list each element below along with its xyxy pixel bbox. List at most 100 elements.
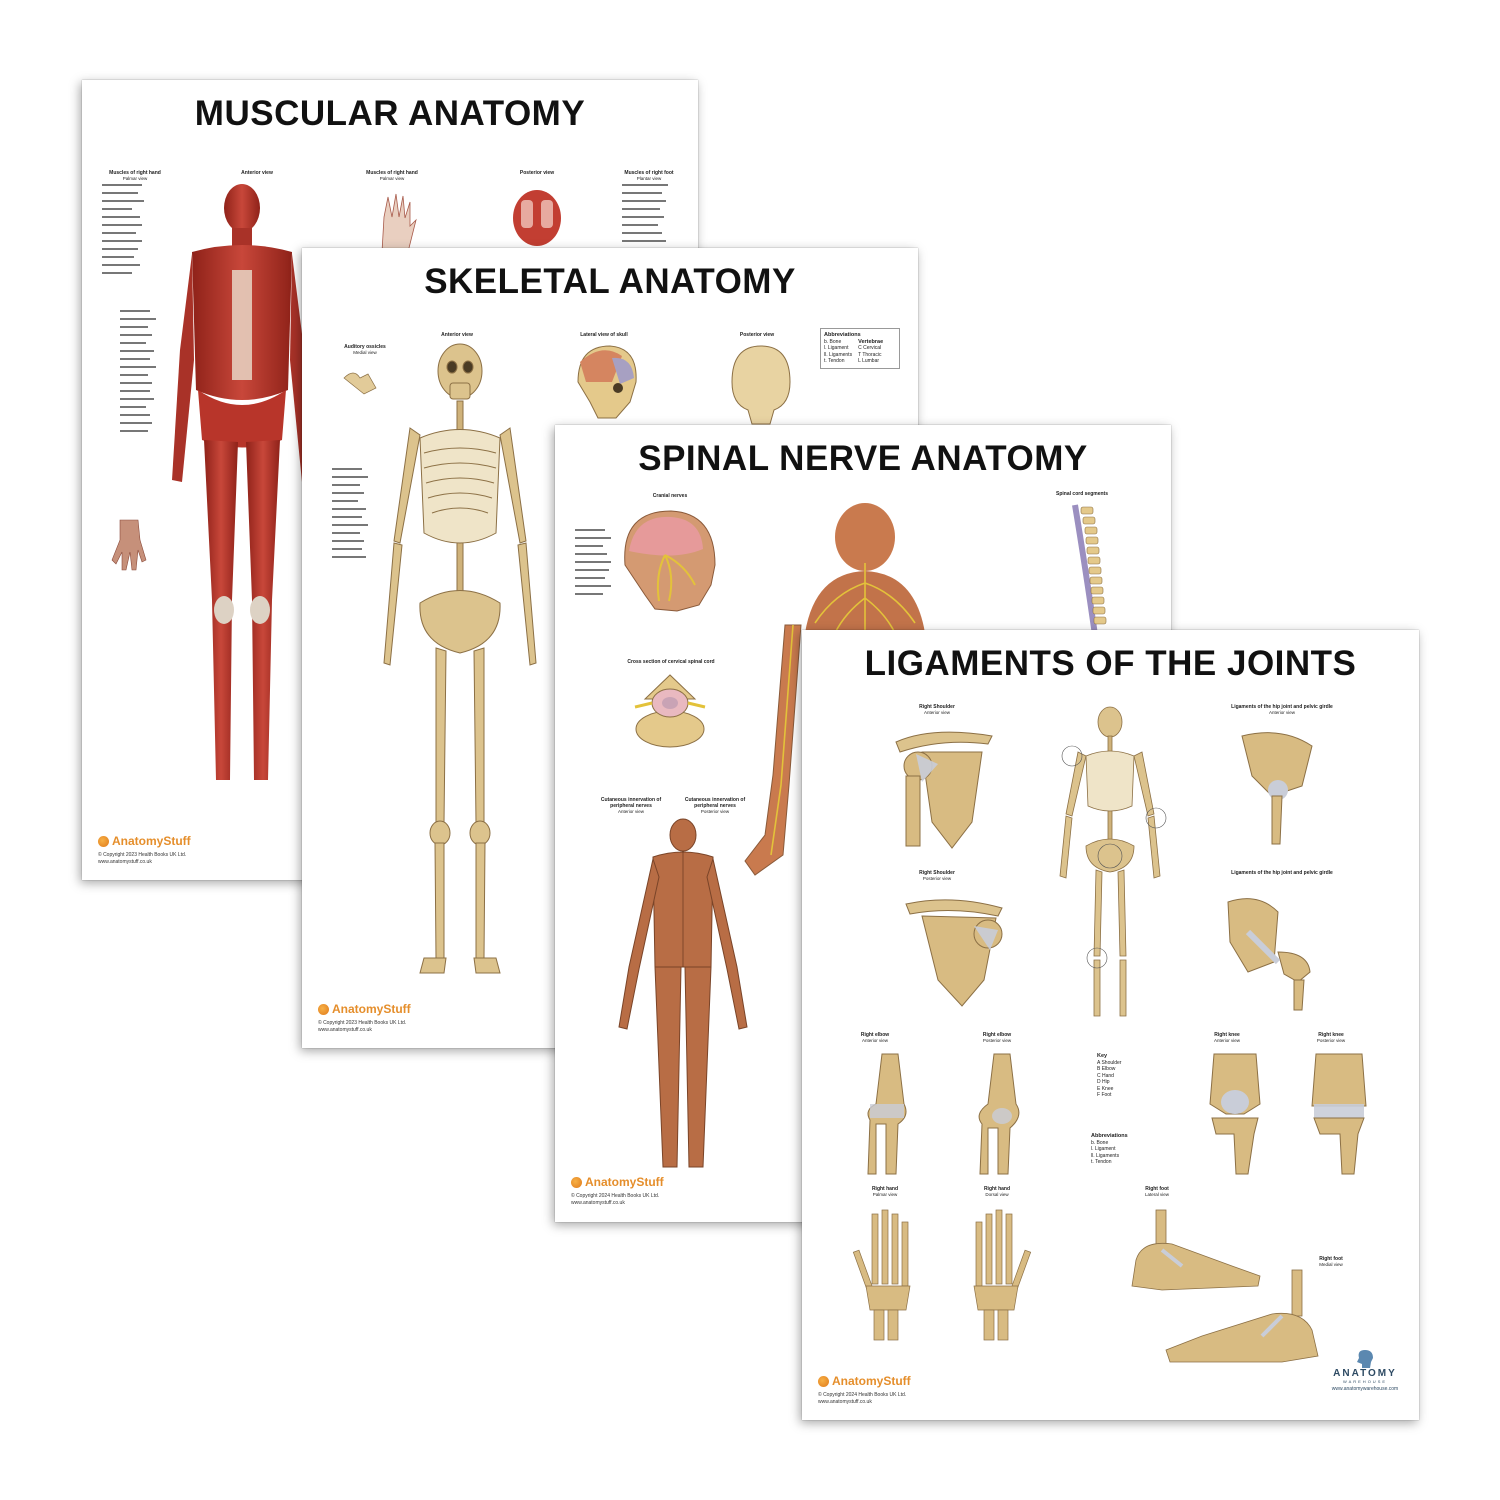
caption-sub: Plantar view bbox=[636, 176, 662, 181]
caption-text: Muscles of right hand bbox=[366, 170, 418, 176]
website-text: www.anatomystuff.co.uk bbox=[98, 859, 152, 865]
caption-cutaneous-post: Cutaneous innervation of peripheral nerv… bbox=[675, 797, 755, 815]
caption-shoulder-ant: Right Shoulder Anterior view bbox=[902, 704, 972, 716]
caption-text: Right elbow bbox=[982, 1032, 1012, 1038]
abbr-item: ll. Ligaments bbox=[1091, 1152, 1120, 1159]
key-item: F Foot bbox=[1097, 1092, 1112, 1098]
caption-hand-right: Muscles of right hand Palmar view bbox=[352, 170, 432, 182]
knee-posterior-illustration bbox=[1311, 1053, 1367, 1175]
caption-text: Right elbow bbox=[860, 1032, 890, 1038]
caption-hip-ant: Ligaments of the hip joint and pelvic gi… bbox=[1222, 704, 1342, 716]
caption-cranial: Cranial nerves bbox=[652, 493, 688, 499]
poster-title: LIGAMENTS OF THE JOINTS bbox=[864, 644, 1357, 683]
copyright-block: © Copyright 2024 Health Books UK Ltd. ww… bbox=[571, 1193, 659, 1207]
caption-sub: Medial view bbox=[1319, 1262, 1343, 1267]
caption-sub: Palmar view bbox=[379, 176, 405, 181]
warehouse-sub: WAREHOUSE bbox=[1342, 1379, 1388, 1384]
caption-sub: Posterior view bbox=[1316, 1038, 1346, 1043]
abbr-item: b. Bone bbox=[1091, 1139, 1109, 1146]
ossicles-illustration bbox=[343, 372, 377, 395]
skeleton-key-figure bbox=[1059, 706, 1167, 1017]
website-text: www.anatomystuff.co.uk bbox=[818, 1399, 872, 1405]
warehouse-url: www.anatomywarehouse.com bbox=[1331, 1386, 1399, 1392]
brand-logo: AnatomyStuff bbox=[98, 834, 191, 848]
brand-name: AnatomyStuff bbox=[332, 1002, 411, 1016]
vertebrae-item: C Cervical bbox=[858, 345, 882, 351]
caption-text: Cutaneous innervation of peripheral nerv… bbox=[600, 797, 662, 809]
brand-logo: AnatomyStuff bbox=[318, 1002, 411, 1016]
caption-sub: Anterior view bbox=[617, 809, 644, 814]
cervical-cross-section-illustration bbox=[634, 674, 706, 748]
shoulder-posterior-illustration bbox=[905, 899, 1003, 1007]
skeleton-figure-anterior bbox=[383, 343, 537, 974]
muscle-figure-anterior bbox=[172, 184, 312, 780]
key-box: Key A Shoulder B Elbow C Hand D Hip E Kn… bbox=[1094, 1050, 1136, 1102]
caption-sub: Lateral view bbox=[1144, 1192, 1169, 1197]
caption-cross-section: Cross section of cervical spinal cord bbox=[627, 659, 715, 665]
caption-sub: Medial view bbox=[353, 350, 377, 355]
spinal-cord-segments-illustration bbox=[1072, 504, 1107, 636]
hand-dorsal-illustration bbox=[973, 1209, 1032, 1341]
caption-text: Ligaments of the hip joint and pelvic gi… bbox=[1231, 704, 1333, 710]
elbow-anterior-illustration bbox=[867, 1053, 907, 1175]
foot-medial-illustration bbox=[1165, 1269, 1319, 1363]
cranial-nerves-head-illustration bbox=[624, 510, 716, 612]
caption-hip-post: Ligaments of the hip joint and pelvic gi… bbox=[1231, 870, 1333, 876]
website-text: www.anatomystuff.co.uk bbox=[318, 1027, 372, 1033]
abbreviations-box: Abbreviations b. Bone l. Ligament ll. Li… bbox=[1088, 1130, 1138, 1169]
abbr-item: t. Tendon bbox=[824, 358, 845, 364]
caption-shoulder-post: Right Shoulder Posterior view bbox=[902, 870, 972, 882]
abbreviations-title: Abbreviations bbox=[824, 332, 861, 338]
cutaneous-innervation-figure bbox=[618, 818, 748, 1168]
skull-lateral-illustration bbox=[577, 345, 637, 419]
hip-anterior-illustration bbox=[1241, 732, 1313, 845]
caption-skull: Lateral view of skull bbox=[580, 332, 628, 338]
caption-sub: Anterior view bbox=[923, 710, 950, 715]
copyright-text: © Copyright 2024 Health Books UK Ltd. bbox=[571, 1193, 660, 1199]
copyright-text: © Copyright 2023 Health Books UK Ltd. bbox=[318, 1020, 407, 1026]
caption-sub: Palmar view bbox=[872, 1192, 898, 1197]
vertebrae-item: L Lumbar bbox=[858, 358, 880, 364]
hand-palmar-illustration bbox=[852, 1209, 911, 1341]
caption-sub: Anterior view bbox=[1213, 1038, 1240, 1043]
caption-text: Right knee bbox=[1318, 1032, 1344, 1038]
posterior-head-muscle bbox=[513, 190, 561, 246]
caption-text: Right hand bbox=[983, 1186, 1011, 1192]
caption-text: Right foot bbox=[1319, 1256, 1343, 1262]
poster-title: SPINAL NERVE ANATOMY bbox=[638, 439, 1088, 478]
caption-sub: Dorsal view bbox=[985, 1192, 1009, 1197]
warehouse-head-icon bbox=[1357, 1350, 1373, 1368]
elbow-posterior-illustration bbox=[978, 1053, 1020, 1175]
copyright-text: © Copyright 2024 Health Books UK Ltd. bbox=[818, 1392, 907, 1398]
brand-icon bbox=[571, 1176, 582, 1188]
label-list-foot bbox=[622, 184, 672, 248]
poster-ligaments-of-the-joints: LIGAMENTS OF THE JOINTS Right Shoulder A… bbox=[802, 630, 1419, 1420]
caption-foot: Muscles of right foot Plantar view bbox=[614, 170, 684, 182]
caption-ossicles: Auditory ossicles Medial view bbox=[330, 344, 400, 356]
copyright-text: © Copyright 2023 Health Books UK Ltd. bbox=[98, 852, 187, 858]
skull-posterior-illustration bbox=[731, 345, 791, 425]
vertebrae-item: T Thoracic bbox=[858, 351, 882, 358]
back-nerves-illustration bbox=[805, 503, 925, 634]
caption-text: Auditory ossicles bbox=[344, 344, 386, 350]
caption-text: Right foot bbox=[1145, 1186, 1169, 1192]
label-list-left bbox=[332, 468, 372, 564]
caption-hand-dorsal: Right hand Dorsal view bbox=[972, 1186, 1022, 1198]
caption-anterior: Anterior view bbox=[441, 332, 473, 338]
copyright-block: © Copyright 2023 Health Books UK Ltd. ww… bbox=[98, 852, 186, 866]
hand-figure-icon bbox=[111, 519, 147, 571]
brand-logo: AnatomyStuff bbox=[571, 1175, 664, 1189]
brand-name: AnatomyStuff bbox=[832, 1374, 911, 1388]
label-list-cranial bbox=[575, 529, 615, 601]
caption-foot-lat: Right foot Lateral view bbox=[1132, 1186, 1182, 1198]
abbr-item: l. Ligament bbox=[824, 345, 849, 351]
vertebrae-title: Vertebrae bbox=[858, 338, 884, 345]
caption-segments: Spinal cord segments bbox=[1056, 491, 1108, 497]
caption-sub: Anterior view bbox=[1268, 710, 1295, 715]
label-list-hand bbox=[102, 184, 144, 280]
caption-sub: Anterior view bbox=[861, 1038, 888, 1043]
key-item: B Elbow bbox=[1097, 1066, 1116, 1072]
hip-posterior-illustration bbox=[1227, 898, 1311, 1011]
abbreviations-box: Abbreviations b. Bone l. Ligament ll. Li… bbox=[820, 328, 900, 369]
hand-muscle-illustration bbox=[381, 193, 417, 253]
